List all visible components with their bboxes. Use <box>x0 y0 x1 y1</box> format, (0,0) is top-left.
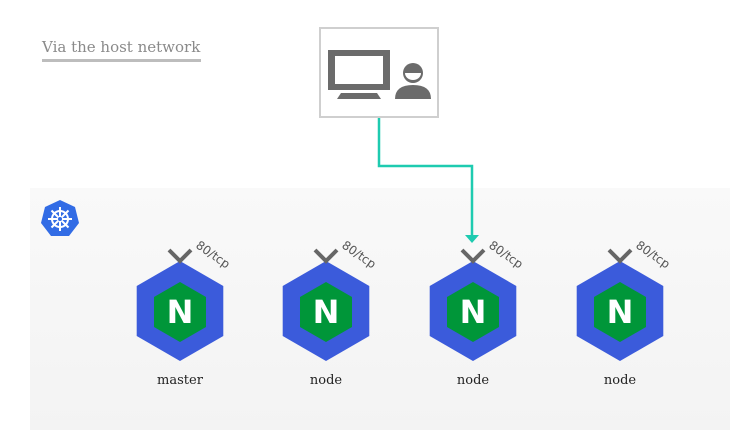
diagram-title: Via the host network <box>42 38 201 56</box>
nginx-logo-icon <box>300 282 352 342</box>
title-underline <box>42 59 201 62</box>
port-icon <box>607 248 633 264</box>
port-icon <box>167 248 193 264</box>
port-label: 80/tcp <box>193 238 232 271</box>
nginx-node-2: N 80/tcp <box>429 238 526 361</box>
nginx-letter: N <box>167 293 194 331</box>
port-icon <box>313 248 339 264</box>
nginx-node-1: N 80/tcp <box>282 238 379 361</box>
node-label: master <box>157 373 203 388</box>
nginx-logo-icon <box>447 282 499 342</box>
monitor-icon <box>328 50 390 99</box>
kubernetes-logo-icon <box>41 200 79 236</box>
node-label: node <box>456 373 490 388</box>
nginx-logo-icon <box>154 282 206 342</box>
port-label: 80/tcp <box>339 238 378 271</box>
port-icon <box>460 248 486 264</box>
connection-arrowhead <box>465 235 479 243</box>
nginx-letter: N <box>607 293 634 331</box>
connection-line <box>377 118 474 236</box>
nginx-node-3: N 80/tcp <box>576 238 673 361</box>
nginx-letter: N <box>460 293 487 331</box>
node-label: node <box>603 373 637 388</box>
user-icon <box>395 63 431 99</box>
nginx-node-0: N 80/tcp <box>136 238 233 361</box>
node-label: node <box>309 373 343 388</box>
port-label: 80/tcp <box>633 238 672 271</box>
port-label: 80/tcp <box>486 238 525 271</box>
nginx-letter: N <box>313 293 340 331</box>
nginx-logo-icon <box>594 282 646 342</box>
